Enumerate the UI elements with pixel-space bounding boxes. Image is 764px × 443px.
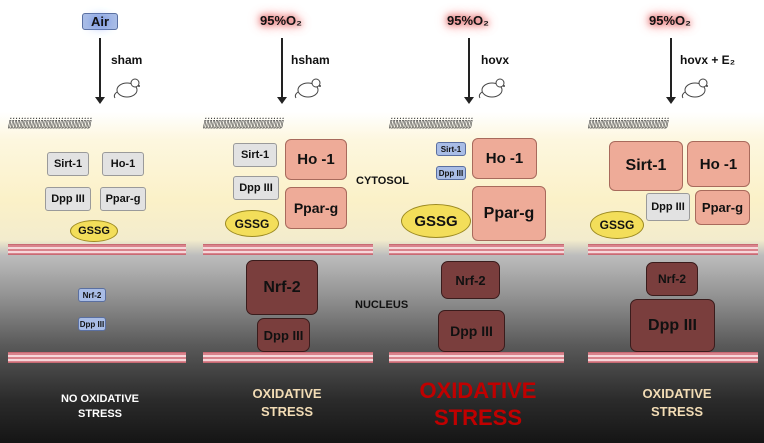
protein-sirt1: Sirt-1	[436, 142, 466, 156]
protein-sirt1: Sirt-1	[47, 152, 89, 176]
nuclear-membrane	[389, 352, 564, 363]
protein-dpp3: Dpp III	[45, 187, 91, 211]
molecule-gssg: GSSG	[225, 210, 279, 237]
arrow-down	[666, 38, 676, 104]
protein-sirt1: Sirt-1	[609, 141, 683, 191]
arrow-down	[464, 38, 474, 104]
nuclear-membrane	[8, 352, 186, 363]
stress-label-mid: OXIDATIVE STRESS	[252, 386, 322, 419]
protein-dpp3: Dpp III	[646, 193, 690, 221]
stress-label-none: NO OXIDATIVE STRESS	[60, 393, 140, 420]
protein-ho1: Ho-1	[102, 152, 144, 176]
protein-ppar-g: Ppar-g	[285, 187, 347, 229]
mouse-icon	[681, 78, 708, 99]
molecule-gssg: GSSG	[590, 211, 644, 239]
gas-label-o2: 95%O₂	[649, 13, 691, 28]
outer-membrane-lipids: ⅉⅉⅉⅉⅉⅉⅉⅉⅉⅉⅉⅉⅉⅉⅉⅉⅉⅉⅉⅉⅉⅉⅉⅉⅉⅉⅉⅉ	[203, 117, 284, 129]
treatment-label-sham: sham	[111, 53, 143, 67]
mouse-icon	[478, 78, 505, 99]
protein-dpp3: Dpp III	[436, 166, 466, 180]
protein-nrf2: Nrf-2	[246, 260, 318, 315]
protein-ho1: Ho -1	[472, 138, 537, 179]
protein-ho1: Ho -1	[687, 141, 750, 187]
nuclear-membrane	[203, 352, 373, 363]
molecule-gssg: GSSG	[70, 220, 118, 242]
cytosol-label: CYTOSOL	[356, 175, 409, 187]
nucleus-label: NUCLEUS	[355, 299, 409, 311]
protein-nrf2: Nrf-2	[646, 262, 698, 296]
protein-ppar-g: Ppar-g	[472, 186, 546, 241]
gas-label-o2: 95%O₂	[260, 13, 302, 28]
protein-sirt1: Sirt-1	[233, 143, 277, 167]
molecule-gssg: GSSG	[401, 204, 471, 238]
gas-label-air: Air	[82, 13, 118, 30]
nuclear-membrane	[203, 244, 373, 255]
arrow-down	[277, 38, 287, 104]
gas-label-o2: 95%O₂	[447, 13, 489, 28]
protein-dpp3: Dpp III	[630, 299, 715, 352]
stress-label-high: OXIDATIVE STRESS	[419, 378, 537, 430]
nuclear-membrane	[8, 244, 186, 255]
protein-nrf2: Nrf-2	[78, 288, 106, 302]
mouse-icon	[113, 78, 140, 99]
protein-ppar-g: Ppar-g	[695, 190, 750, 225]
protein-dpp3: Dpp III	[438, 310, 505, 352]
treatment-label-hsham: hsham	[291, 53, 330, 67]
protein-ho1: Ho -1	[285, 139, 347, 180]
protein-dpp3: Dpp III	[257, 318, 310, 352]
outer-membrane-lipids: ⅉⅉⅉⅉⅉⅉⅉⅉⅉⅉⅉⅉⅉⅉⅉⅉⅉⅉⅉⅉⅉⅉⅉⅉⅉⅉⅉⅉ	[588, 117, 669, 129]
outer-membrane-lipids: ⅉⅉⅉⅉⅉⅉⅉⅉⅉⅉⅉⅉⅉⅉⅉⅉⅉⅉⅉⅉⅉⅉⅉⅉⅉⅉⅉⅉⅉ	[8, 117, 92, 129]
protein-dpp3: Dpp III	[78, 317, 106, 331]
protein-nrf2: Nrf-2	[441, 261, 500, 299]
treatment-label-hovx: hovx	[481, 53, 510, 67]
nuclear-membrane	[588, 352, 758, 363]
protein-ppar-g: Ppar-g	[100, 187, 146, 211]
nuclear-membrane	[389, 244, 564, 255]
nuclear-membrane	[588, 244, 758, 255]
protein-dpp3: Dpp III	[233, 176, 279, 200]
stress-label-mid: OXIDATIVE STRESS	[642, 386, 712, 419]
outer-membrane-lipids: ⅉⅉⅉⅉⅉⅉⅉⅉⅉⅉⅉⅉⅉⅉⅉⅉⅉⅉⅉⅉⅉⅉⅉⅉⅉⅉⅉⅉⅉ	[389, 117, 473, 129]
treatment-label-hovx-e2: hovx + E₂	[680, 53, 736, 67]
mouse-icon	[294, 78, 321, 99]
arrow-down	[95, 38, 105, 104]
